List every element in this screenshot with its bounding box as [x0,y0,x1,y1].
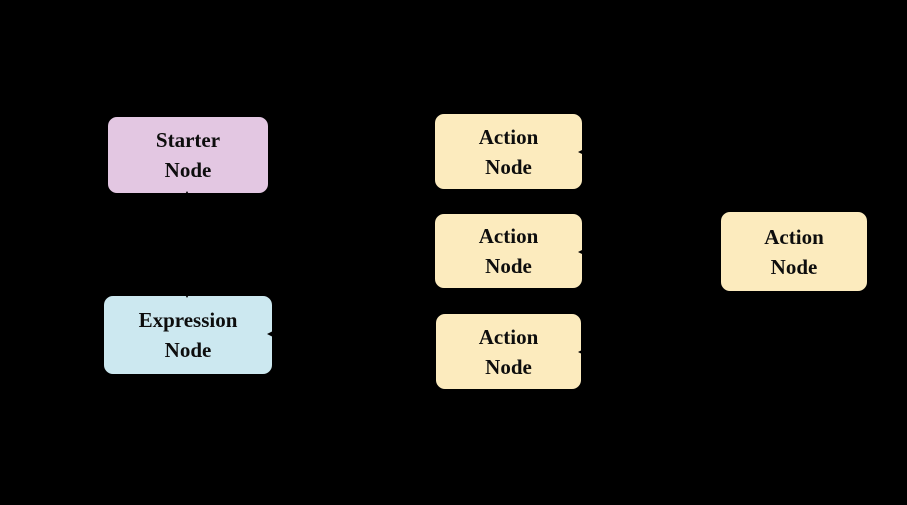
arrowhead-icon [267,329,277,339]
action-node-right: Action Node [719,210,869,293]
node-label-line: Node [485,254,532,278]
node-label-line: Action [478,224,539,248]
expression-node: Expression Node [102,294,274,376]
arrowhead-icon [578,147,588,157]
node-label-line: Node [485,154,532,179]
starter-node: Starter Node [106,115,270,195]
arrowhead-icon [578,347,588,357]
node-label-line: Node [164,338,212,362]
node-label-line: Action [764,224,824,249]
node-label-line: Action [478,124,539,149]
action-node-3: Action Node [434,312,583,391]
arrowhead-icon [182,191,192,200]
node-label-line: Node [770,254,818,279]
arrowhead-icon [182,289,192,298]
node-label-line: Node [164,158,212,182]
node-label-line: Node [485,354,532,379]
arrowhead-icon [578,247,588,257]
node-label-line: Expression [138,308,238,332]
action-node-2: Action Node [433,212,584,290]
node-label-line: Starter [155,128,221,152]
node-label-line: Action [478,324,539,349]
action-node-1: Action Node [433,112,584,191]
